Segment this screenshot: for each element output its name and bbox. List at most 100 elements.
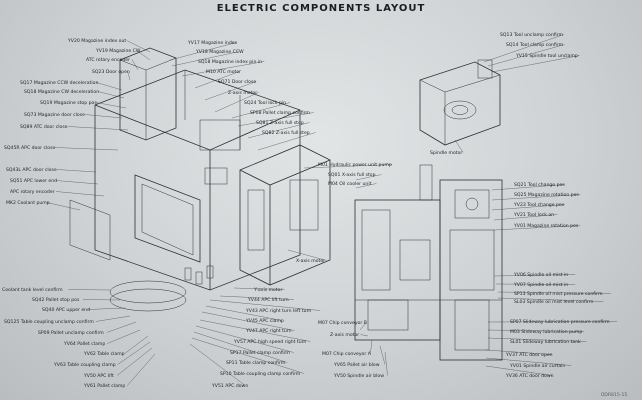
leader-line — [379, 345, 386, 365]
label-left-18: SQ125 Table coupling unclamp confirm — [4, 319, 94, 325]
label-left-21: YV62 Table clamp — [83, 351, 125, 357]
label-right-mid-1: SQ21 Tool change pos — [514, 182, 565, 188]
leader-line — [117, 347, 153, 376]
leader-line — [497, 291, 611, 294]
leader-line — [483, 34, 564, 63]
leader-line — [56, 169, 97, 173]
leader-line — [107, 329, 141, 344]
leader-line — [287, 249, 327, 261]
label-left-9: SQ89 ATC door close — [20, 124, 68, 130]
leader-line — [46, 202, 81, 211]
label-mid-12: SP11 Table clamp confirm — [226, 360, 286, 366]
leader-line — [55, 180, 99, 185]
label-top-3: SQ18 Magazine index pin in — [198, 59, 262, 65]
leader-line — [303, 164, 392, 169]
label-left-3: ATC rotary encoder — [86, 57, 130, 63]
leader-line — [189, 343, 246, 386]
label-right-mid-5: YV01 Magazine rotation pos — [513, 223, 579, 229]
label-right-mid-3: YV23 Tool change pos — [513, 202, 565, 208]
label-left-23: YV50 APC lift — [83, 373, 114, 379]
leader-line — [231, 102, 290, 119]
leader-line — [54, 147, 119, 151]
leader-line — [497, 297, 604, 302]
leader-line — [359, 322, 367, 331]
leader-line — [205, 305, 282, 321]
label-right-top-3: YV15 Spindle tool unclamp — [515, 53, 578, 59]
label-left-2: YV19 Magazine CW — [95, 48, 141, 54]
leader-line — [219, 295, 294, 300]
label-right-top-4: Spindle motor — [430, 150, 462, 156]
label-mid-1: M01 Hydraulic power unit pump — [318, 162, 392, 168]
leader-line — [95, 315, 131, 322]
label-mid-5: Y-axis motor — [253, 287, 282, 293]
leader-line — [126, 40, 151, 53]
label-right-top-2: SQ14 Tool clamp confirm — [506, 42, 564, 48]
label-left-15: Coolant tank level confirm — [2, 287, 63, 293]
label-mid-7: YV43 APC right turn left turn — [245, 308, 311, 314]
label-mid-10: YV57 APC high speed right turn — [233, 339, 306, 345]
label-right-mid-6: YV06 Spindle oil mist in — [513, 272, 568, 278]
label-mid-6: YV44 APC lift turn — [247, 297, 289, 303]
label-left-6: SQ18 Magazine CW deceleration — [24, 89, 99, 95]
label-mid-11: SP17 Pallet clamp confirm — [230, 350, 290, 356]
label-mid-13: SP10 Table coupling clamp confirm — [220, 371, 301, 377]
leader-line — [491, 194, 581, 201]
label-mid-8: YV45 APC clamp — [245, 318, 284, 324]
label-right-mid-8: SP13 Spindle oil mist pressure confirm — [514, 291, 603, 297]
label-top-6: Z-axis motor — [228, 90, 257, 96]
leader-line — [491, 184, 566, 191]
leader-line — [485, 365, 552, 376]
label-left-4: SQ23 Door open — [92, 69, 130, 75]
label-right-mid-4: YV21 Tool lock on — [513, 212, 554, 218]
leader-line — [485, 357, 572, 366]
leader-line — [355, 183, 377, 189]
label-mid-2: SQ01 X-axis full stop — [328, 172, 376, 178]
leader-line — [355, 174, 382, 181]
label-top-4: M10 ATC motor — [206, 69, 241, 75]
spindle-detail-drawing — [419, 59, 501, 146]
label-mid-16: Z-axis motor — [330, 332, 359, 338]
leader-line — [193, 331, 288, 363]
label-mid-17: M07 Chip conveyor A — [322, 351, 372, 357]
leader-line — [87, 307, 126, 310]
page-title: ELECTRIC COMPONENTS LAYOUT — [217, 3, 426, 14]
leader-line — [487, 329, 584, 332]
label-right-mid-13: YV37 ATC door open — [505, 352, 553, 358]
leader-line — [136, 50, 151, 61]
leader-line — [171, 51, 240, 67]
label-left-14: MK2 Coolant pump — [6, 200, 50, 206]
leader-line — [97, 91, 125, 99]
leader-line — [199, 319, 311, 342]
leader-line — [237, 112, 314, 127]
label-left-7: SQ19 Magazine stop pos — [40, 100, 97, 106]
label-right-mid-10: SP07 Slideway lubrication pressure confi… — [510, 319, 610, 325]
side-view-drawing — [354, 164, 503, 361]
leader-line — [55, 191, 105, 197]
label-top-10: SQ82 Z-axis full step — [262, 130, 310, 136]
label-left-8: SQ73 Magazine door close — [24, 112, 85, 118]
label-left-17: SQ40 APC upper end — [42, 307, 90, 313]
label-left-12: SQ51 APC lower end — [10, 178, 57, 184]
label-left-11: SQ43L APC door close — [6, 167, 57, 173]
leader-line — [384, 351, 388, 376]
leader-line — [257, 132, 316, 151]
label-right-mid-14: YV01 Spindle air curtain — [509, 363, 565, 369]
leader-line — [493, 274, 576, 277]
label-mid-18: YV65 Pallet air blow — [333, 362, 380, 368]
label-right-mid-11: M03 Slideway lubrication pump — [510, 329, 582, 335]
machine-drawing — [69, 47, 331, 312]
label-top-8: SP08 Pallet clamp confirm — [250, 110, 310, 116]
leader-line — [82, 299, 121, 301]
label-mid-14: YV51 APC down — [211, 383, 248, 389]
leader-line — [124, 335, 149, 354]
label-right-mid-15: YV36 ATC door down — [505, 373, 554, 379]
leader-line — [191, 337, 305, 374]
leader-line — [195, 325, 294, 353]
leader-line — [487, 337, 587, 342]
label-mid-19: YV50 Spindle air blow — [333, 373, 384, 379]
leader-line — [495, 283, 576, 285]
label-left-16: SQ42 Pallet stop pos — [32, 297, 80, 303]
label-right-mid-7: YV07 Spindle oil mist in — [513, 282, 568, 288]
leader-line — [487, 321, 618, 323]
